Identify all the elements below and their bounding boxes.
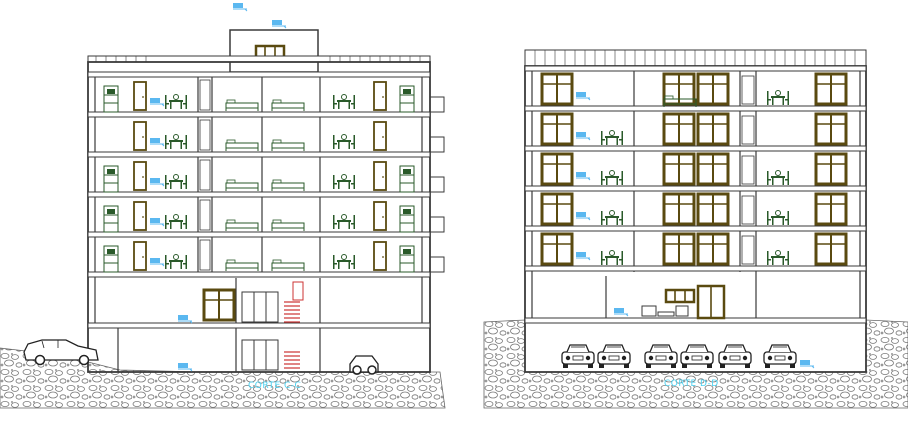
section-corte-cc: CORTE C-C <box>0 2 446 409</box>
car-front-icon <box>561 344 595 369</box>
section-caption-right: CORTE D-D <box>664 379 719 389</box>
floor-3-windows <box>540 152 848 186</box>
floor-1-furniture <box>103 81 415 113</box>
floor-4-windows <box>540 192 848 226</box>
car-icon <box>23 339 99 366</box>
bed-icon <box>225 99 259 112</box>
floor-2-windows <box>540 112 848 146</box>
floor-5-windows <box>540 232 848 266</box>
level-marker-icon <box>232 2 248 12</box>
dining-set-icon <box>164 94 188 110</box>
floor-2-furniture <box>133 121 387 152</box>
door-icon <box>373 81 387 111</box>
section-caption-left: CORTE C-C <box>248 381 301 391</box>
garage-cars <box>561 344 815 369</box>
lobby-door <box>696 284 726 320</box>
floor-3-furniture <box>103 161 415 193</box>
car-icon <box>349 355 379 375</box>
window-icon <box>202 288 236 322</box>
section-corte-dd: CORTE D-D <box>483 49 908 409</box>
floor-5-furniture <box>103 241 415 273</box>
floor-4-furniture <box>103 201 415 233</box>
stair-icon <box>284 301 300 369</box>
elevator-doors <box>241 291 279 371</box>
floor-1-windows <box>540 72 848 108</box>
penthouse <box>229 2 319 73</box>
